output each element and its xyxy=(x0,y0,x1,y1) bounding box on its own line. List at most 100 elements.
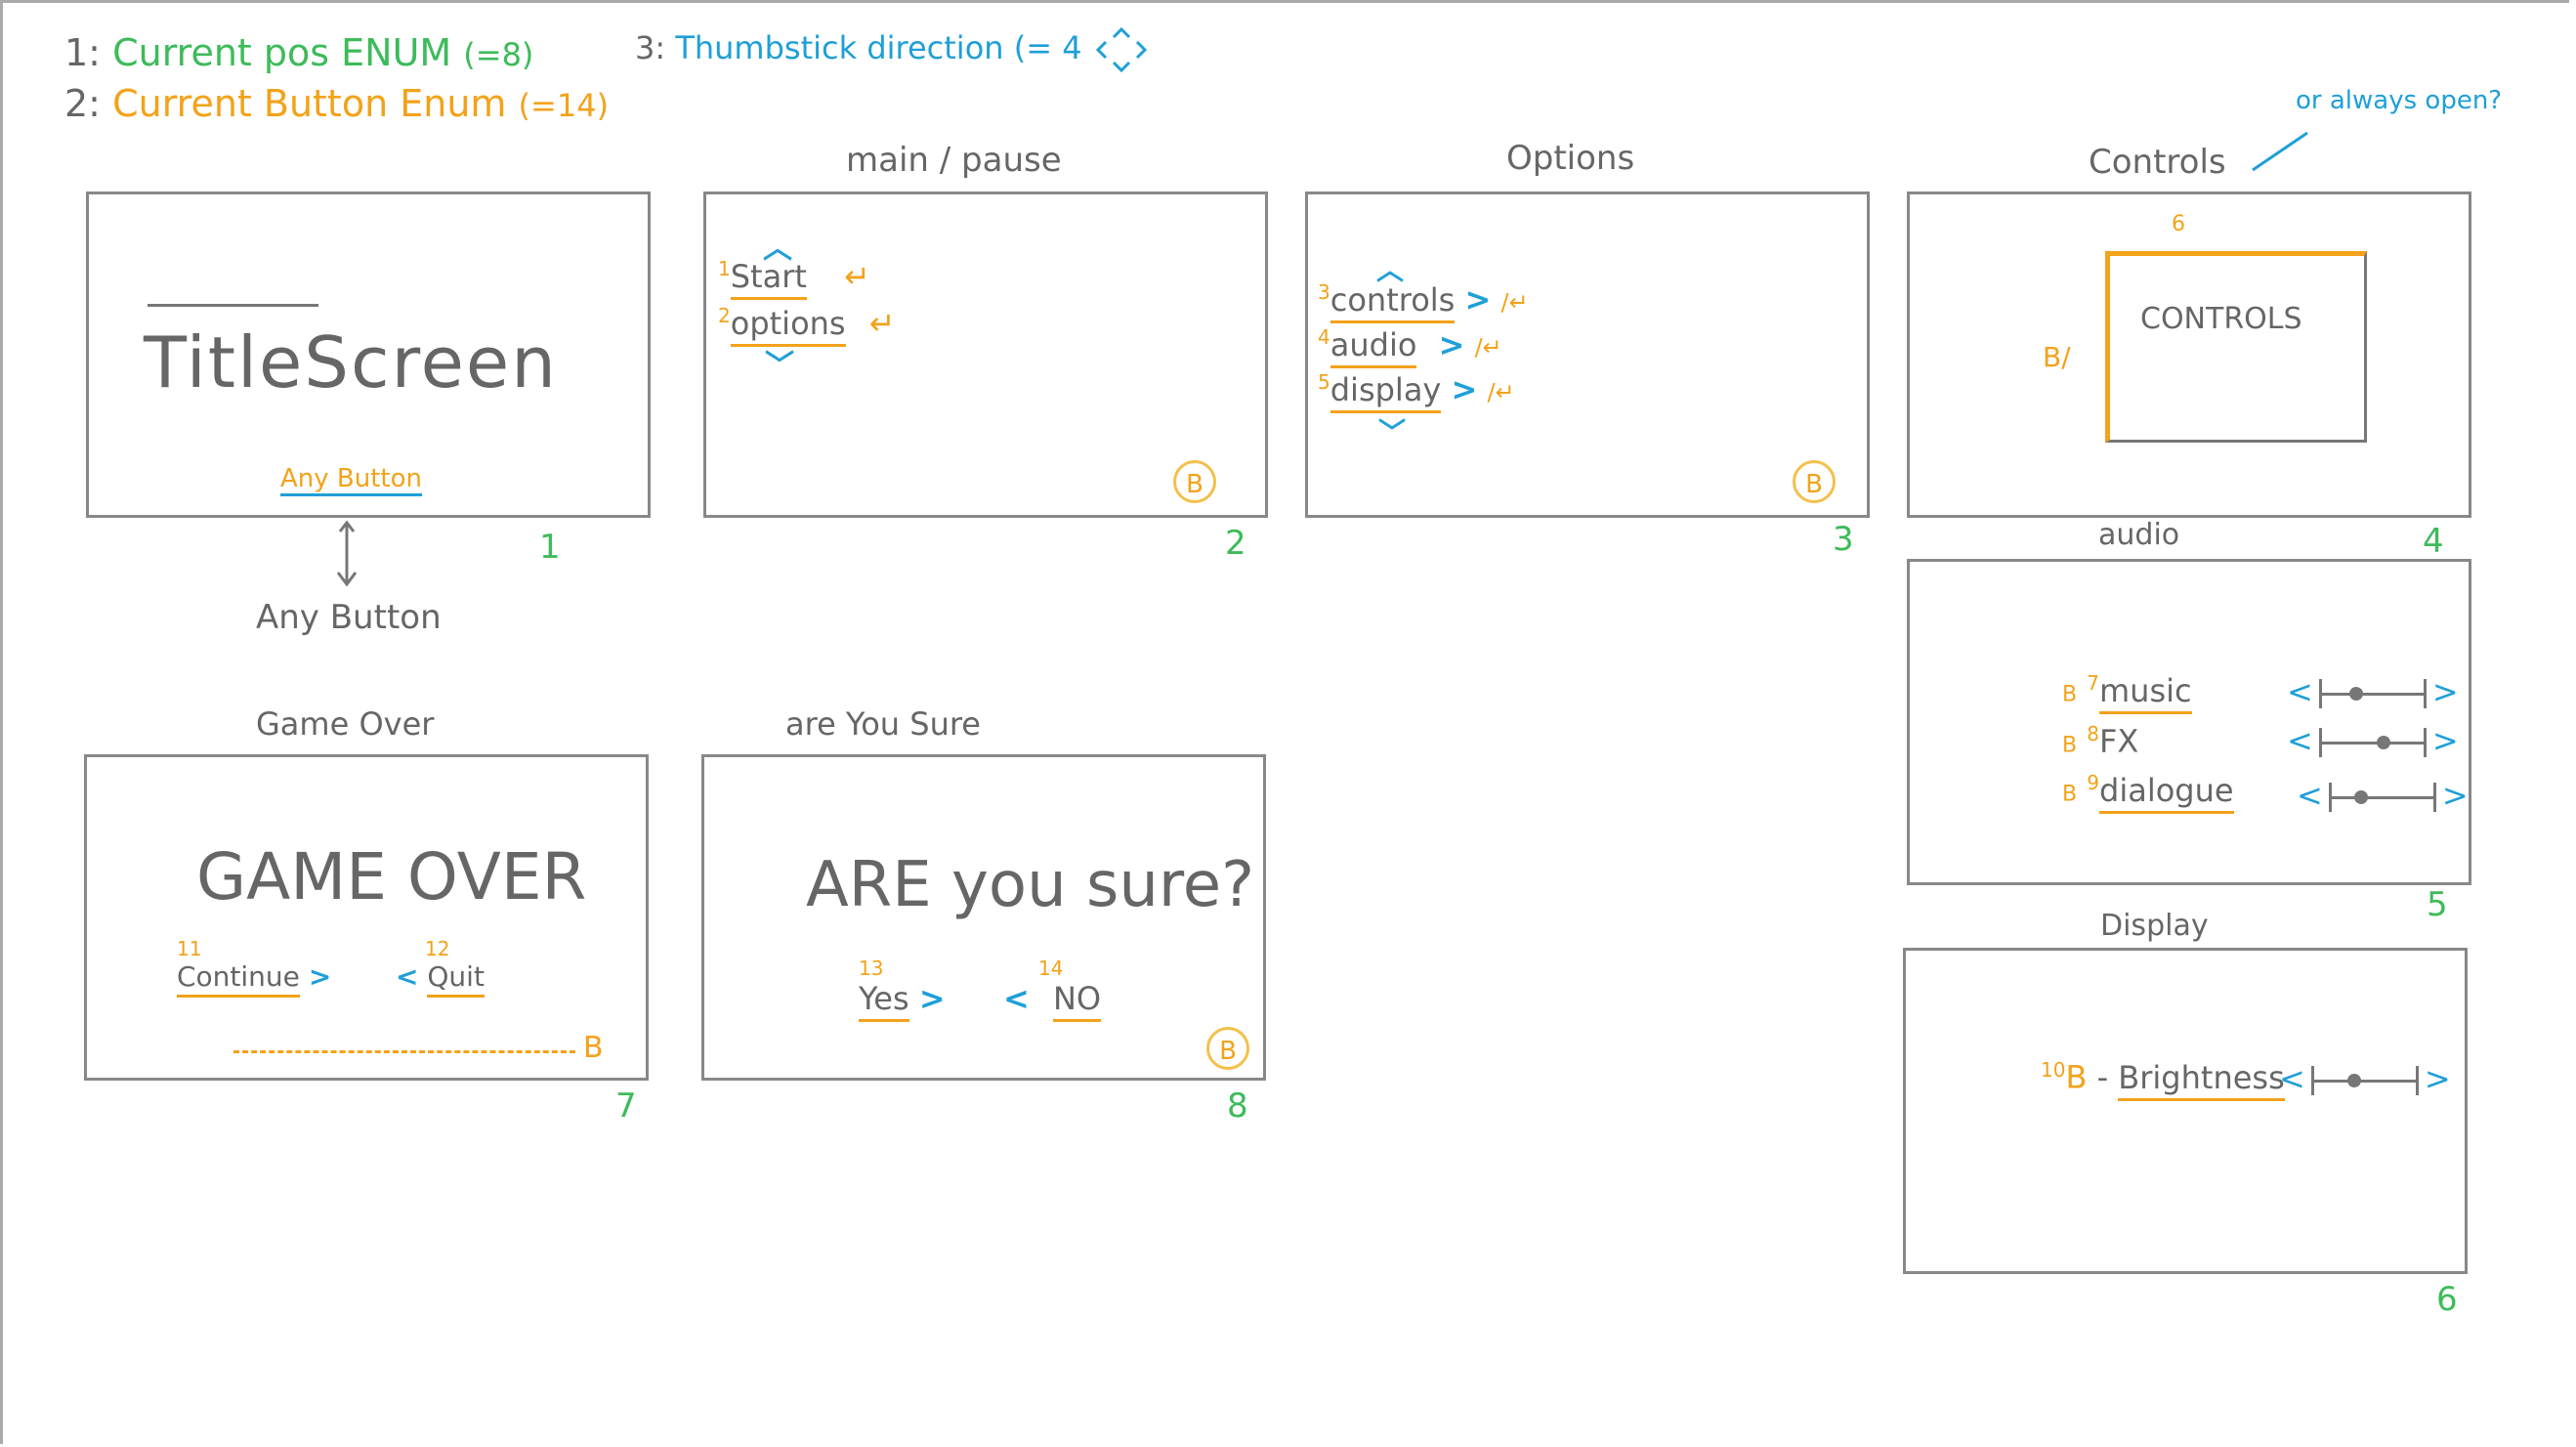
options-panel: ︿ 3controls > /↵ 4audio > /↵ 5display > … xyxy=(1305,192,1870,518)
enter-icon: ↵ xyxy=(844,257,870,295)
main-pause-title: main / pause xyxy=(846,141,1062,180)
back-button-badge[interactable]: B xyxy=(1793,460,1836,503)
menu-item-controls[interactable]: 3controls > /↵ xyxy=(1318,280,1529,323)
slider-start-tick xyxy=(2328,782,2332,812)
enter-icon: /↵ xyxy=(1487,378,1515,406)
controls-inner-frame xyxy=(2105,251,2367,443)
right-chevron-icon: > xyxy=(918,980,946,1017)
game-over-title: Game Over xyxy=(256,705,435,743)
legend-index-2: 2: xyxy=(64,82,101,125)
audio-panel: B 7music B 8FX B 9dialogue <> <> <> xyxy=(1907,559,2471,885)
right-chevron-icon: > xyxy=(1438,325,1465,363)
slider-end-tick xyxy=(2432,782,2436,812)
audio-row-music[interactable]: B 7music xyxy=(2062,671,2192,714)
right-chevron-icon[interactable]: > xyxy=(2424,1060,2451,1097)
quit-button[interactable]: 12 < Quit xyxy=(396,937,485,998)
slider-knob[interactable] xyxy=(2353,789,2368,804)
legend-label-3: Thumbstick direction xyxy=(675,29,1004,66)
controls-side-back: B/ xyxy=(2043,341,2071,373)
legend-count-2: (=14) xyxy=(518,87,610,124)
slider-track[interactable] xyxy=(2318,678,2427,708)
legend-index-1: 1: xyxy=(64,31,101,74)
title-screen-heading: TitleScreen xyxy=(144,321,558,404)
down-chevron-icon: ﹀ xyxy=(765,349,794,383)
right-chevron-icon[interactable]: > xyxy=(2431,673,2459,710)
title-underline-bar xyxy=(148,304,318,307)
title-screen-panel: TitleScreen Any Button xyxy=(86,192,651,518)
note-always-open: or always open? xyxy=(2296,86,2503,115)
audio-title: audio xyxy=(2098,518,2180,552)
back-button-badge[interactable]: B xyxy=(1206,1027,1249,1070)
left-chevron-icon: < xyxy=(1003,980,1030,1017)
legend-label-2: Current Button Enum xyxy=(112,82,507,125)
any-button-prompt: Any Button xyxy=(280,464,423,496)
screen-number-3: 3 xyxy=(1833,520,1854,559)
slider-track[interactable] xyxy=(2310,1065,2419,1095)
yes-button[interactable]: 13 Yes > xyxy=(859,957,946,1022)
left-chevron-icon[interactable]: < xyxy=(2297,777,2323,814)
up-chevron-icon: ︿ xyxy=(1376,254,1405,286)
left-chevron-icon[interactable]: < xyxy=(2287,722,2313,759)
no-button[interactable]: 14 < NO xyxy=(1003,957,1102,1022)
left-chevron-icon: < xyxy=(396,960,419,993)
game-over-panel: GAME OVER 11 Continue > 12 < Quit B xyxy=(84,754,649,1081)
controls-title: Controls xyxy=(2089,143,2226,182)
menu-item-start[interactable]: 1Start ↵ xyxy=(718,257,870,300)
transition-label: Any Button xyxy=(256,598,442,637)
slider-knob[interactable] xyxy=(2376,735,2390,749)
slider-end-tick xyxy=(2423,727,2427,757)
screen-number-2: 2 xyxy=(1225,524,1246,563)
controls-top-number: 6 xyxy=(2172,212,2185,236)
audio-row-dialogue[interactable]: B 9dialogue xyxy=(2062,771,2234,814)
enter-icon: /↵ xyxy=(1474,333,1502,362)
slider-track[interactable] xyxy=(2328,782,2436,812)
legend-count-1: (=8) xyxy=(463,36,534,73)
legend-index-3: 3: xyxy=(635,29,666,66)
dialogue-slider[interactable]: <> xyxy=(2297,777,2469,814)
continue-button[interactable]: 11 Continue > xyxy=(177,937,331,998)
left-chevron-icon[interactable]: < xyxy=(2279,1060,2305,1097)
menu-item-audio[interactable]: 4audio > /↵ xyxy=(1318,325,1502,368)
game-over-heading: GAME OVER xyxy=(196,839,587,915)
legend: 1: Current pos ENUM (=8) 2: Current Butt… xyxy=(64,26,1198,139)
screen-number-1: 1 xyxy=(539,528,561,567)
right-chevron-icon: > xyxy=(1464,280,1492,319)
display-title: Display xyxy=(2100,909,2209,943)
menu-item-options[interactable]: 2options ↵ xyxy=(718,304,896,347)
right-chevron-icon[interactable]: > xyxy=(2441,777,2469,814)
back-button-badge[interactable]: B xyxy=(1173,460,1216,503)
note-arrow xyxy=(2252,131,2308,172)
transition-arrow xyxy=(336,520,358,587)
main-pause-panel: ︿ 1Start ↵ 2options ↵ ﹀ B xyxy=(703,192,1268,518)
legend-count-3: (= 4 xyxy=(1013,29,1082,66)
brightness-slider[interactable]: <> xyxy=(2279,1060,2451,1097)
slider-track[interactable] xyxy=(2318,727,2427,757)
thumbstick-directions-icon xyxy=(1095,26,1147,73)
fx-slider[interactable]: <> xyxy=(2287,722,2459,759)
menu-item-display[interactable]: 5display > /↵ xyxy=(1318,370,1515,413)
controls-panel: 6 B/ CONTROLS xyxy=(1907,192,2471,518)
music-slider[interactable]: <> xyxy=(2287,673,2459,710)
screen-number-8: 8 xyxy=(1227,1086,1248,1126)
are-you-sure-title: are You Sure xyxy=(785,705,981,743)
legend-label-1: Current pos ENUM xyxy=(112,31,452,74)
slider-start-tick xyxy=(2318,678,2322,708)
screen-number-6: 6 xyxy=(2436,1280,2458,1319)
enter-icon: ↵ xyxy=(868,304,896,342)
slider-end-tick xyxy=(2423,678,2427,708)
right-chevron-icon[interactable]: > xyxy=(2431,722,2459,759)
slider-start-tick xyxy=(2310,1065,2314,1095)
slider-knob[interactable] xyxy=(2349,686,2364,701)
are-you-sure-panel: ARE you sure? 13 Yes > 14 < NO B xyxy=(701,754,1266,1081)
display-row-brightness[interactable]: 10B - Brightness xyxy=(2041,1058,2285,1101)
are-you-sure-heading: ARE you sure? xyxy=(806,849,1255,921)
down-chevron-icon: ﹀ xyxy=(1378,416,1407,448)
screen-number-7: 7 xyxy=(615,1086,637,1126)
left-chevron-icon[interactable]: < xyxy=(2287,673,2313,710)
up-chevron-icon: ︿ xyxy=(763,232,792,266)
slider-knob[interactable] xyxy=(2346,1073,2361,1087)
back-dashed-line xyxy=(233,1050,575,1053)
options-title: Options xyxy=(1506,139,1635,178)
audio-row-fx[interactable]: B 8FX xyxy=(2062,722,2139,760)
